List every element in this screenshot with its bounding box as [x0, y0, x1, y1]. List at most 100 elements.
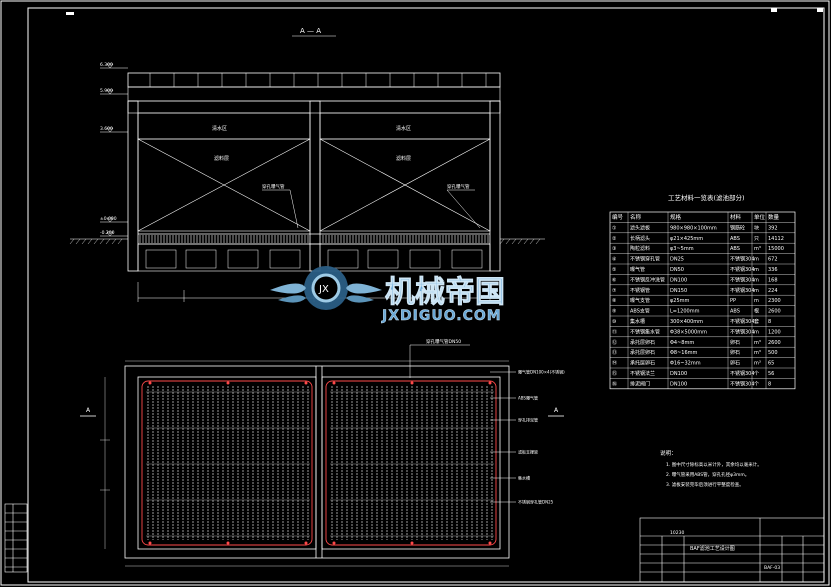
plan-right-callout: 集水槽: [518, 475, 530, 481]
table-cell: 224: [768, 288, 778, 294]
table-cell: 65: [768, 361, 774, 367]
table-cell: ⑥: [612, 277, 617, 283]
table-cell: 曝气支管: [630, 297, 650, 304]
table-cell: DN100: [670, 371, 687, 377]
corner-mark: [771, 8, 777, 12]
zone-label-mid-right: 滤料层: [396, 155, 411, 162]
table-cell: 滤头滤板: [630, 224, 650, 231]
table-cell: 不锈钢穿孔管: [630, 256, 660, 263]
table-cell: 2300: [768, 298, 781, 304]
section-title: A — A: [300, 27, 321, 35]
callout-left: 穿孔曝气管: [262, 183, 285, 190]
inner-frame: [27, 7, 825, 583]
notes-block: 说明： 1. 图中尺寸除标高以米计外，其余均以毫米计。 2. 曝气管采用ABS管…: [660, 449, 762, 488]
table-header-cell: 规格: [670, 213, 682, 221]
nozzle-row: [139, 235, 489, 243]
zone-label-top-left: 清水区: [212, 125, 227, 132]
elevation-label: 3.600: [100, 126, 113, 132]
table-cell: 168: [768, 277, 778, 283]
table-cell: Φ16~32mm: [670, 361, 701, 367]
table-cell: 个: [754, 381, 759, 387]
table-cell: ABS: [730, 246, 740, 252]
table-cell: 不锈钢304: [730, 266, 755, 273]
table-cell: 不锈钢304: [730, 318, 755, 325]
table-cell: 不锈钢304: [730, 276, 755, 283]
table-cell: 2600: [768, 309, 781, 315]
table-cell: 排泥阀门: [630, 380, 650, 387]
table-cell: m³: [754, 361, 761, 367]
table-cell: 块: [754, 224, 759, 231]
table-cell: DN100: [670, 381, 687, 387]
table-cell: 钢筋砼: [730, 224, 745, 231]
table-cell: ABS支管: [630, 308, 650, 315]
corner-mark: [817, 8, 823, 12]
table-cell: 曝气管: [630, 266, 645, 273]
table-cell: ⑯: [612, 380, 617, 387]
table-cell: DN150: [670, 288, 687, 294]
table-header-cell: 名称: [630, 213, 642, 221]
table-cell: m: [754, 277, 759, 283]
aeration-loop-right: [325, 380, 497, 546]
callout-right: 穿孔曝气管: [447, 183, 470, 190]
table-cell: 56: [768, 371, 774, 377]
table-cell: L=1200mm: [670, 309, 700, 315]
plan-dim-bottom: 10230: [670, 530, 684, 536]
table-cell: 个: [754, 371, 759, 377]
table-cell: ⑤: [612, 267, 616, 273]
table-cell: 陶粒滤料: [630, 245, 650, 252]
filter-plate-grid-left: [146, 381, 310, 545]
elevation-label: ±0.000: [100, 216, 117, 222]
table-cell: m: [754, 298, 759, 304]
table-cell: 承托层卵石: [630, 349, 655, 356]
table-cell: 卵石: [730, 339, 740, 346]
plan-right-callout: 不锈钢穿孔管DN25: [518, 499, 554, 505]
table-cell: 承托层卵石: [630, 360, 655, 367]
table-cell: ⑪: [612, 328, 617, 335]
table-header-cell: 编号: [612, 213, 624, 221]
table-cell: 336: [768, 267, 778, 273]
title-block: [639, 517, 825, 583]
table-cell: m³: [754, 350, 761, 356]
zone-label-top-right: 清水区: [396, 125, 411, 132]
cut-label-right: A: [554, 407, 559, 414]
table-cell: 不锈钢304: [730, 370, 755, 377]
table-cell: ②: [612, 236, 617, 242]
table-cell: ①: [612, 225, 617, 231]
table-cell: ABS: [730, 309, 740, 315]
table-cell: 套: [754, 318, 759, 325]
table-cell: m: [754, 257, 759, 263]
table-cell: 不锈钢304: [730, 256, 755, 263]
table-cell: m³: [754, 340, 761, 346]
table-cell: ⑨: [612, 309, 616, 315]
table-cell: 2600: [768, 340, 781, 346]
elevation-label: -0.200: [100, 230, 115, 236]
underdrain-chambers: [145, 249, 483, 269]
table-cell: DN50: [670, 267, 684, 273]
table-cell: ⑧: [612, 298, 617, 304]
table-cell: φ3~5mm: [670, 246, 694, 252]
plan-view: A A 穿孔曝气管DN50 曝气管DN100×4(不锈钢)ABS曝气管穿孔排泥管…: [80, 338, 565, 567]
table-cell: ⑭: [612, 360, 617, 367]
materials-title: 工艺材料一览表(滤池部分): [668, 193, 745, 202]
table-cell: ABS: [730, 236, 740, 242]
table-cell: ④: [612, 257, 617, 263]
table-cell: Φ38×5000mm: [670, 329, 707, 335]
plan-top-callout: 穿孔曝气管DN50: [426, 338, 461, 345]
notes-heading: 说明：: [660, 449, 677, 457]
table-cell: 15000: [768, 246, 784, 252]
aeration-loop-left: [141, 380, 313, 546]
table-cell: 392: [768, 225, 778, 231]
notes-line-2: 2. 曝气管采用ABS管，穿孔孔径φ3mm。: [666, 471, 749, 478]
table-cell: 集水槽: [630, 318, 645, 325]
plan-right-callout: 穿孔排泥管: [518, 417, 538, 423]
table-cell: 672: [768, 257, 778, 263]
table-cell: ⑩: [612, 319, 617, 325]
table-cell: ⑬: [612, 349, 617, 356]
plan-right-callout: ABS曝气管: [518, 395, 538, 401]
table-cell: 8: [768, 319, 771, 325]
table-header-cell: 单位: [754, 213, 766, 221]
table-cell: 根: [754, 308, 759, 315]
elevation-label: 6.300: [100, 62, 113, 68]
